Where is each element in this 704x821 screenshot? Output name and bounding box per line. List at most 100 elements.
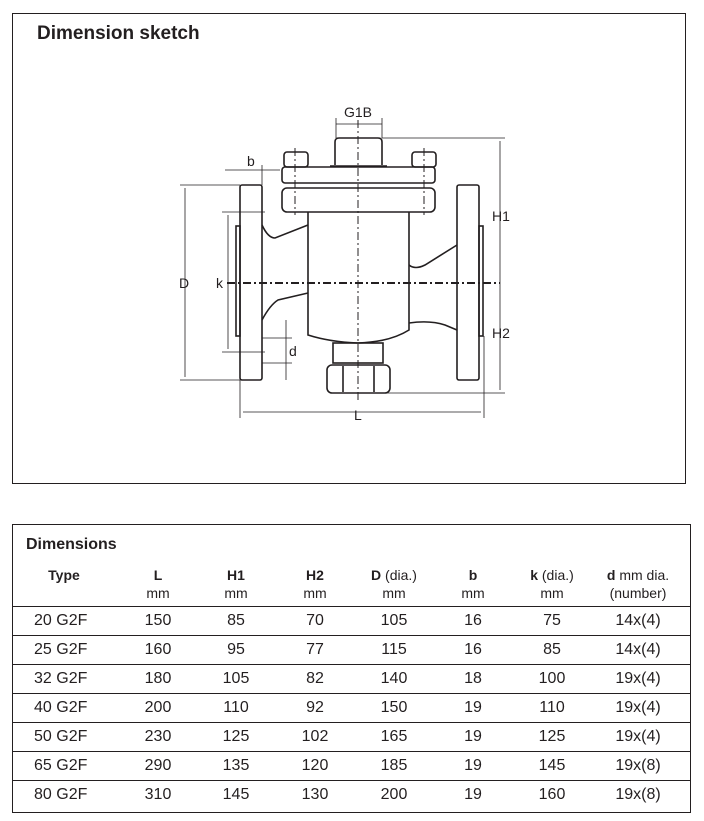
cell-value: 105 bbox=[222, 670, 250, 687]
label-H2: H2 bbox=[492, 325, 510, 341]
table-row: 25 G2F 160 95 77 115 16 85 14x(4) bbox=[13, 635, 690, 665]
header-unit: mm bbox=[540, 585, 564, 601]
label-b: b bbox=[247, 153, 255, 169]
cell-value: 230 bbox=[144, 728, 172, 745]
table-row: 20 G2F 150 85 70 105 16 75 14x(4) bbox=[13, 606, 690, 636]
header-unit: mm bbox=[146, 585, 170, 601]
cell-type: 65 G2F bbox=[34, 757, 88, 774]
cell-type: 40 G2F bbox=[34, 699, 88, 716]
cell-value: 100 bbox=[538, 670, 566, 687]
header-unit: mm bbox=[382, 585, 406, 601]
label-k: k bbox=[216, 275, 224, 291]
header-suffix: (dia.) bbox=[381, 567, 417, 583]
cell-value: 160 bbox=[538, 786, 566, 803]
table-row: 50 G2F 230 125 102 165 19 125 19x(4) bbox=[13, 722, 690, 752]
cell-value: 85 bbox=[227, 612, 245, 629]
cell-value: 92 bbox=[306, 699, 324, 716]
dimension-sketch-panel bbox=[12, 13, 686, 484]
cell-value: 180 bbox=[144, 670, 172, 687]
cell-value: 19x(8) bbox=[615, 786, 661, 803]
cell-value: 19 bbox=[464, 757, 482, 774]
cell-value: 160 bbox=[144, 641, 172, 658]
cell-value: 185 bbox=[380, 757, 408, 774]
header-b: b mm bbox=[423, 566, 523, 602]
cell-value: 145 bbox=[222, 786, 250, 803]
cell-value: 165 bbox=[380, 728, 408, 745]
cell-value: 105 bbox=[380, 612, 408, 629]
cell-value: 14x(4) bbox=[615, 641, 661, 658]
cell-value: 150 bbox=[380, 699, 408, 716]
cell-type: 80 G2F bbox=[34, 786, 88, 803]
left-neck bbox=[261, 224, 309, 321]
cover-plate bbox=[281, 166, 436, 184]
cell-value: 70 bbox=[306, 612, 324, 629]
sketch-title: Dimension sketch bbox=[37, 23, 200, 44]
cell-value: 19x(4) bbox=[615, 728, 661, 745]
header-name: k bbox=[530, 567, 538, 583]
cell-type: 50 G2F bbox=[34, 728, 88, 745]
cell-value: 18 bbox=[464, 670, 482, 687]
cell-type: 32 G2F bbox=[34, 670, 88, 687]
cell-value: 19 bbox=[464, 699, 482, 716]
header-name: b bbox=[468, 567, 478, 583]
cell-value: 130 bbox=[301, 786, 329, 803]
table-row: 32 G2F 180 105 82 140 18 100 19x(4) bbox=[13, 664, 690, 694]
header-type: Type bbox=[14, 566, 114, 584]
right-neck bbox=[408, 244, 458, 331]
label-D: D bbox=[179, 275, 189, 291]
table-row: 40 G2F 200 110 92 150 19 110 19x(4) bbox=[13, 693, 690, 723]
cell-value: 200 bbox=[144, 699, 172, 716]
cell-value: 19x(4) bbox=[615, 699, 661, 716]
cell-value: 120 bbox=[301, 757, 329, 774]
table-row: 65 G2F 290 135 120 185 19 145 19x(8) bbox=[13, 751, 690, 781]
cell-value: 150 bbox=[144, 612, 172, 629]
cell-type: 25 G2F bbox=[34, 641, 88, 658]
cell-value: 290 bbox=[144, 757, 172, 774]
label-G1B: G1B bbox=[344, 104, 372, 120]
header-suffix: (dia.) bbox=[538, 567, 574, 583]
cell-value: 125 bbox=[222, 728, 250, 745]
cell-value: 85 bbox=[543, 641, 561, 658]
cell-value: 16 bbox=[464, 641, 482, 658]
header-name: H1 bbox=[227, 567, 245, 583]
cell-type: 20 G2F bbox=[34, 612, 88, 629]
cell-value: 110 bbox=[539, 699, 565, 716]
cell-value: 110 bbox=[223, 699, 249, 716]
header-unit: mm bbox=[303, 585, 327, 601]
header-name: D bbox=[371, 567, 382, 583]
left-raised-face bbox=[235, 225, 241, 337]
cell-value: 95 bbox=[227, 641, 245, 658]
cell-value: 16 bbox=[464, 612, 482, 629]
header-suffix: mm dia. bbox=[615, 567, 670, 583]
cell-value: 135 bbox=[222, 757, 250, 774]
header-d: d mm dia. (number) bbox=[588, 566, 688, 602]
cell-value: 14x(4) bbox=[615, 612, 661, 629]
header-name: d bbox=[606, 567, 616, 583]
center-lines bbox=[227, 120, 500, 400]
cell-value: 145 bbox=[538, 757, 566, 774]
cell-value: 19 bbox=[464, 728, 482, 745]
cell-value: 125 bbox=[538, 728, 566, 745]
header-unit: mm bbox=[461, 585, 485, 601]
cell-value: 75 bbox=[543, 612, 561, 629]
cell-value: 77 bbox=[306, 641, 324, 658]
cell-value: 19x(8) bbox=[615, 757, 661, 774]
cell-value: 102 bbox=[301, 728, 329, 745]
cell-value: 82 bbox=[306, 670, 324, 687]
cell-value: 200 bbox=[380, 786, 408, 803]
valve-outline bbox=[235, 137, 484, 394]
dimension-lines bbox=[180, 118, 505, 418]
cell-value: 140 bbox=[380, 670, 408, 687]
table-title: Dimensions bbox=[26, 536, 117, 553]
label-d: d bbox=[289, 343, 297, 359]
label-H1: H1 bbox=[492, 208, 510, 224]
cell-value: 19x(4) bbox=[615, 670, 661, 687]
cell-value: 115 bbox=[381, 641, 407, 658]
header-k: k (dia.) mm bbox=[502, 566, 602, 602]
label-L: L bbox=[354, 407, 362, 423]
header-unit: (number) bbox=[609, 585, 667, 601]
